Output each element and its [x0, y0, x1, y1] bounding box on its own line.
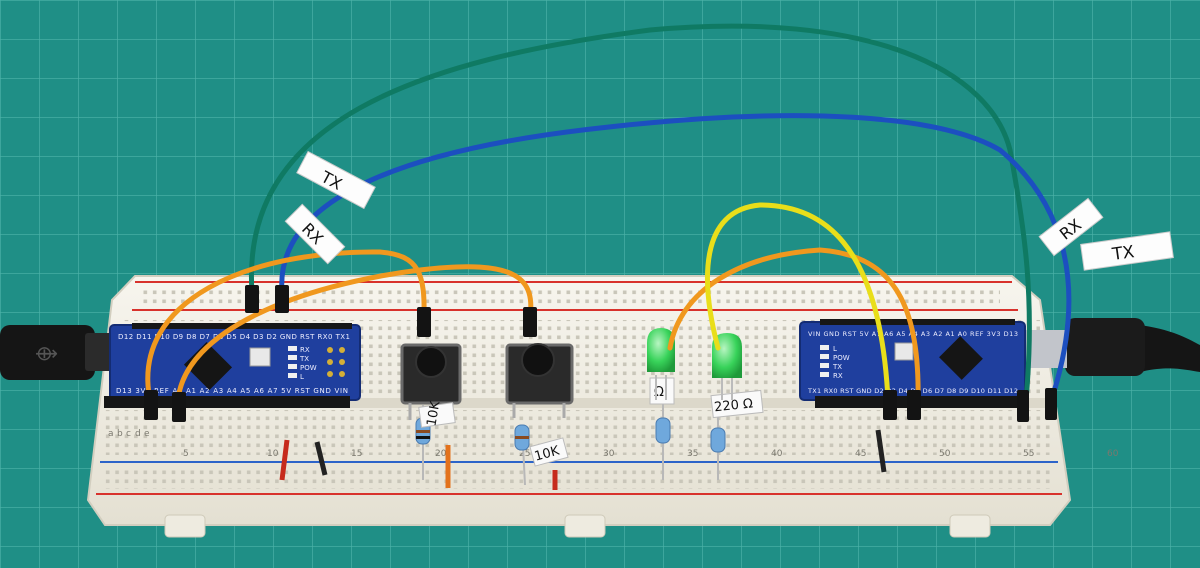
- usb-cable-right: [1005, 318, 1200, 376]
- svg-text:TX: TX: [832, 363, 842, 371]
- short-jumper-red: [279, 439, 290, 481]
- rail-holes: [140, 286, 1000, 306]
- wire-orange-1: [145, 249, 427, 403]
- row-letter: e: [144, 429, 150, 439]
- board-pin-labels-top: D12 D11 D10 D9 D8 D7 D6 D5 D4 D3 D2 GND …: [118, 333, 350, 341]
- push-button-2: [505, 343, 574, 418]
- breadboard-clip: [949, 514, 991, 538]
- push-button-1: [400, 343, 462, 420]
- svg-text:POW: POW: [833, 354, 850, 362]
- resistor-label: Ω: [654, 385, 664, 400]
- row-letter: b: [117, 429, 123, 439]
- column-number: 20: [435, 449, 447, 459]
- column-number: 50: [939, 449, 951, 459]
- center-channel: [106, 398, 1052, 408]
- column-number: 30: [603, 449, 615, 459]
- board-status-leds: L POW TX RX: [820, 345, 850, 380]
- column-number: 10: [267, 449, 279, 459]
- jumper-plugs: [144, 285, 1057, 422]
- green-led-1: [647, 328, 675, 400]
- svg-text:TX: TX: [299, 355, 309, 363]
- breadboard-column-numbers: 5 10 15 20 25 30 35 40 45 50 55 60: [183, 449, 1119, 459]
- resistor-10k-b: 10K: [514, 424, 569, 486]
- column-number: 5: [183, 449, 189, 459]
- short-jumper-black: [314, 441, 328, 476]
- wire-orange-3: [667, 247, 921, 403]
- short-jumper-black: [875, 429, 887, 473]
- resistor-10k-a: 10K: [415, 400, 456, 480]
- row-letter: d: [135, 429, 141, 439]
- wire-tag-rx-left: RX: [284, 203, 346, 265]
- row-letter: a: [108, 429, 114, 439]
- column-number: 45: [855, 449, 866, 459]
- column-number: 40: [771, 449, 783, 459]
- column-number: 15: [351, 449, 362, 459]
- svg-text:RX: RX: [833, 372, 843, 380]
- resistor-led-2: 220 Ω: [710, 389, 764, 480]
- svg-text:POW: POW: [300, 364, 317, 372]
- column-number: 25: [519, 449, 530, 459]
- breadboard-clip: [564, 514, 606, 538]
- breadboard-clip: [164, 514, 206, 538]
- icsp-header: [327, 347, 345, 377]
- svg-text:⟴: ⟴: [35, 341, 58, 365]
- row-letter: c: [126, 429, 131, 439]
- wire-yellow: [705, 202, 891, 403]
- board-pin-labels-bottom: D13 3V3 REF A0 A1 A2 A3 A4 A5 A6 A7 5V R…: [116, 387, 348, 395]
- column-number: 55: [1023, 449, 1034, 459]
- rail-holes: [105, 467, 1050, 489]
- microcontroller-chip: [939, 336, 983, 380]
- resistor-label: 220 Ω: [713, 396, 753, 415]
- resistor-label: 10K: [533, 443, 562, 464]
- resistor-led-1: Ω: [649, 377, 675, 480]
- board-status-leds: RX TX POW L: [288, 346, 317, 381]
- microcontroller-chip: [183, 341, 233, 391]
- wire-orange-2: [175, 264, 534, 403]
- svg-text:L: L: [833, 345, 837, 353]
- svg-text:TX: TX: [1110, 242, 1136, 265]
- resistor-label: 10K: [424, 400, 443, 428]
- column-number: 35: [687, 449, 698, 459]
- svg-text:L: L: [300, 373, 304, 381]
- wire-tag-tx-right: TX: [1080, 231, 1174, 271]
- reset-button: [249, 347, 271, 367]
- svg-text:RX: RX: [300, 346, 310, 354]
- column-number: 60: [1107, 449, 1119, 459]
- arduino-nano-left: D12 D11 D10 D9 D8 D7 D6 D5 D4 D3 D2 GND …: [104, 323, 361, 408]
- reset-button: [894, 342, 914, 361]
- wire-green-tx: [248, 23, 1032, 403]
